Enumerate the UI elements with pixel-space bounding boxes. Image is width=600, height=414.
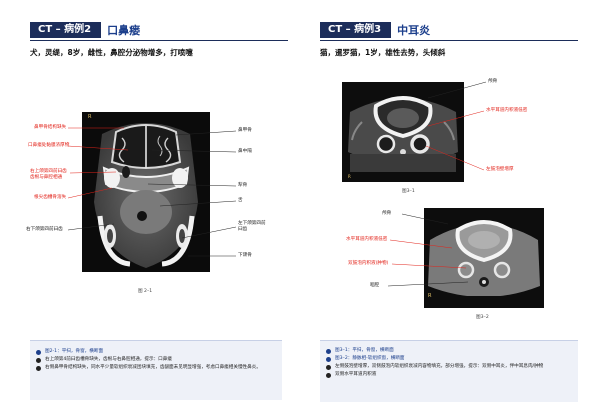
- left-header: CT – 病例2 口鼻瘘: [30, 22, 140, 38]
- label-vomer: 犁骨: [238, 183, 248, 188]
- bullet-icon: [36, 357, 41, 363]
- ct-image-cat-bone-window: [342, 82, 464, 182]
- ct-image-dog-skull: [82, 112, 210, 272]
- bullet-icon: [36, 365, 41, 371]
- bullet-icon: [326, 364, 331, 370]
- left-subtitle: 犬，灵缇，8岁，雌性，鼻腔分泌物增多，打喷嚏: [30, 48, 193, 57]
- left-caption-row: 图2-1：平扫，骨窗，横断面: [36, 349, 276, 355]
- right-caption-row: 图3–2：静脉相-软组织窗，横断面: [326, 356, 572, 362]
- bullet-icon: [326, 348, 331, 354]
- label-tongue: 舌: [238, 198, 243, 203]
- left-caption-box: 图2-1：平扫，骨窗，横断面 右上颌第4前臼齿槽骨缺失，齿根与右鼻腔相通，提示：…: [30, 340, 282, 400]
- right-page: CT – 病例3 中耳炎 猫，暹罗猫，1岁，雄性去势，头倾斜 R R: [300, 0, 600, 414]
- fig31-label-ear-canal-fluid: 水平耳道内积液低密: [486, 108, 528, 113]
- left-header-rule: [30, 40, 288, 41]
- bullet-icon: [326, 356, 331, 362]
- fig31-label-skull: 颅骨: [488, 79, 498, 84]
- ct-image-cat-soft-tissue: [424, 208, 544, 308]
- label-nasal-septum: 鼻中隔: [238, 149, 252, 154]
- label-alveolar-lysis: 根尖齿槽骨溶失: [34, 195, 67, 200]
- label-fistula-mucosa: 口鼻瘘处黏膜浓厚物: [28, 143, 70, 148]
- right-caption-row: 图3–1：平扫，骨窗，横断面: [326, 348, 572, 354]
- right-caption-row: 左侧鼓泡壁增厚，双侧鼓泡内软组织衰减内容物填充，部分增强，提示：双侧中耳炎，伴中…: [326, 364, 572, 370]
- right-case-tag: CT – 病例3: [320, 22, 392, 38]
- label-turbinate: 鼻甲骨: [238, 128, 252, 133]
- fig32-caption: 图3–2: [476, 315, 489, 320]
- left-page: CT – 病例2 口鼻瘘 犬，灵缇，8岁，雌性，鼻腔分泌物增多，打喷嚏: [26, 22, 288, 400]
- label-mandible: 下颌骨: [238, 253, 252, 258]
- label-right-lower-p4: 右下颌第四前臼齿: [26, 227, 63, 232]
- fig31-orientation-marker: R: [348, 174, 351, 179]
- right-caption-row: 双侧水平耳道内积液: [326, 372, 572, 378]
- fig32-label-bulla-fluid: 双鼓泡内积液(肿物): [348, 261, 389, 266]
- label-left-lower-p4: 左下颌第四前 臼齿: [238, 221, 266, 232]
- fig32-label-ear-canal-fluid: 水平耳道内积液低密: [346, 237, 388, 242]
- right-case-title: 中耳炎: [397, 24, 431, 37]
- fig32-orientation-marker: R: [428, 293, 432, 299]
- fig32-label-skull: 颅骨: [382, 211, 392, 216]
- left-orientation-marker-text: R: [88, 114, 92, 120]
- left-case-title: 口鼻瘘: [107, 24, 141, 37]
- right-caption-box: 图3–1：平扫，骨窗，横断面 图3–2：静脉相-软组织窗，横断面 左侧鼓泡壁增厚…: [320, 340, 578, 402]
- left-case-tag: CT – 病例2: [30, 22, 102, 38]
- label-right-upper-p4: 右上颌第四前臼齿 齿根与鼻腔相通: [30, 169, 67, 180]
- right-header-rule: [320, 40, 578, 41]
- fig31-caption: 图3–1: [402, 189, 415, 194]
- bullet-icon: [36, 349, 41, 355]
- label-turbinate-loss: 鼻甲骨结构缺失: [34, 125, 67, 130]
- left-figure-caption: 图 2–1: [138, 289, 153, 294]
- fig32-label-pharynx: 咽腔: [370, 283, 380, 288]
- fig31-label-bulla-thickening: 左鼓泡壁增厚: [486, 167, 514, 172]
- right-subtitle: 猫，暹罗猫，1岁，雄性去势，头倾斜: [320, 48, 446, 57]
- right-header: CT – 病例3 中耳炎: [320, 22, 430, 38]
- left-caption-row: 右上颌第4前臼齿槽骨缺失，齿根与右鼻腔相通，提示：口鼻瘘: [36, 357, 276, 363]
- bullet-icon: [326, 372, 331, 378]
- left-caption-row: 右侧鼻甲骨结构缺失，同水平少量软组织衰减团块填充，齿龈面未见明显增强，考虑口鼻瘘…: [36, 365, 276, 371]
